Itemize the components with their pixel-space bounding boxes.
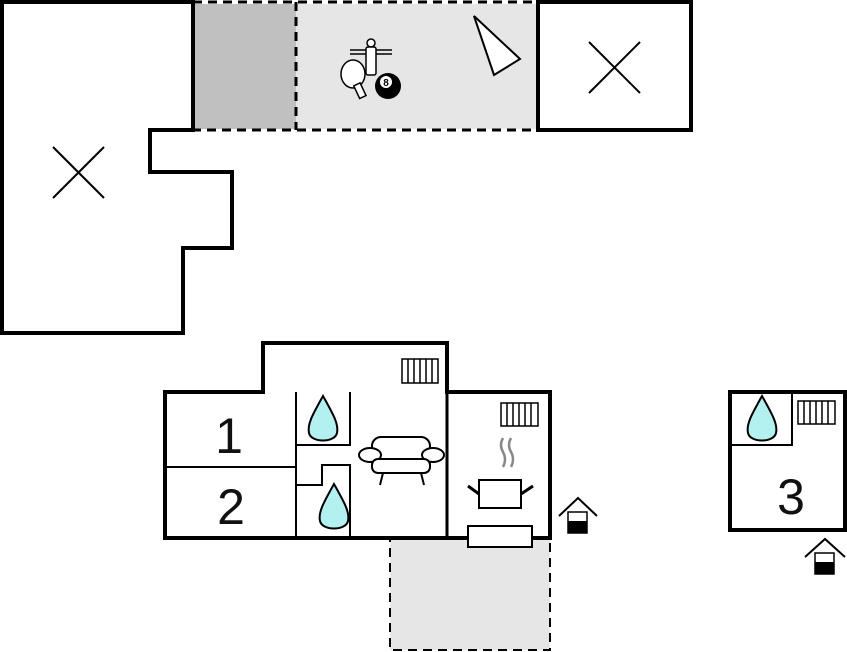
table-football-icon [350, 38, 392, 76]
shower-icon [746, 393, 778, 442]
shower-icon [318, 481, 350, 530]
room-3-label: 3 [777, 469, 805, 525]
shower-icon [307, 393, 339, 442]
radiator-icon [500, 402, 539, 427]
cross-icon [588, 41, 641, 94]
kitchen-pot-icon [467, 437, 534, 509]
room-1-label: 1 [215, 408, 243, 464]
entrance-icon[interactable] [804, 537, 846, 575]
room-2-label: 2 [217, 479, 245, 535]
entrance-icon[interactable] [558, 496, 598, 534]
cross-icon [52, 146, 105, 199]
sofa-icon [358, 436, 445, 486]
sunbed-icon [473, 15, 522, 77]
right-building-unavailable [536, 0, 693, 132]
counter [467, 525, 533, 548]
house [163, 390, 552, 540]
radiator-icon [401, 358, 439, 384]
terrace [389, 537, 551, 651]
covered-terrace-dark [195, 4, 296, 129]
radiator-icon [797, 400, 836, 425]
table-tennis-icon [340, 59, 368, 100]
ball-number: 8 [383, 78, 389, 89]
billiards-8-ball-icon: 8 [375, 73, 401, 99]
